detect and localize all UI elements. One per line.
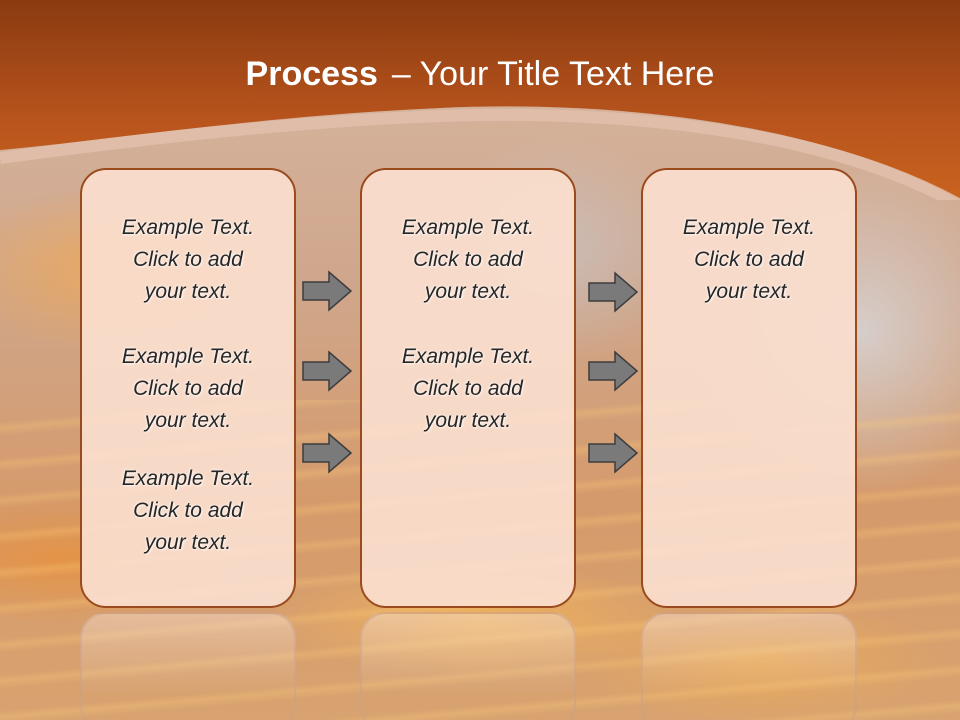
- text-line: Example Text.: [682, 216, 816, 239]
- title-rest: – Your Title Text Here: [391, 55, 715, 93]
- right-arrow-icon: [588, 350, 638, 392]
- text-line: Example Text.: [121, 216, 255, 239]
- process-panel-2[interactable]: Example Text. Click to add your text. Ex…: [360, 168, 576, 608]
- right-arrow-icon: [302, 432, 352, 474]
- header-band: [0, 0, 960, 200]
- text-line: Example Text.: [121, 467, 255, 490]
- text-line: Example Text.: [401, 216, 535, 239]
- text-line: Click to add: [133, 377, 243, 400]
- text-line: your text.: [144, 280, 232, 303]
- text-line: Click to add: [413, 377, 523, 400]
- text-line: Example Text.: [121, 345, 255, 368]
- text-block[interactable]: Example Text. Click to add your text.: [82, 341, 294, 437]
- process-panel-1[interactable]: Example Text. Click to add your text. Ex…: [80, 168, 296, 608]
- text-line: your text.: [424, 280, 512, 303]
- text-block[interactable]: Example Text. Click to add your text.: [82, 212, 294, 308]
- text-line: Example Text.: [401, 345, 535, 368]
- title-strong: Process: [245, 55, 378, 93]
- panel-reflection: [641, 612, 857, 720]
- text-line: your text.: [144, 409, 232, 432]
- text-block[interactable]: Example Text. Click to add your text.: [362, 212, 574, 308]
- text-line: your text.: [705, 280, 793, 303]
- right-arrow-icon: [302, 270, 352, 312]
- text-line: Click to add: [133, 499, 243, 522]
- text-block[interactable]: Example Text. Click to add your text.: [362, 341, 574, 437]
- slide-title[interactable]: Process – Your Title Text Here: [0, 52, 960, 96]
- text-line: Click to add: [413, 248, 523, 271]
- right-arrow-icon: [588, 271, 638, 313]
- right-arrow-icon: [588, 432, 638, 474]
- text-line: Click to add: [694, 248, 804, 271]
- text-block[interactable]: Example Text. Click to add your text.: [82, 463, 294, 559]
- panel-reflection: [80, 612, 296, 720]
- text-line: your text.: [424, 409, 512, 432]
- text-block[interactable]: Example Text. Click to add your text.: [643, 212, 855, 308]
- text-line: Click to add: [133, 248, 243, 271]
- process-panel-3[interactable]: Example Text. Click to add your text.: [641, 168, 857, 608]
- text-line: your text.: [144, 531, 232, 554]
- right-arrow-icon: [302, 350, 352, 392]
- panel-reflection: [360, 612, 576, 720]
